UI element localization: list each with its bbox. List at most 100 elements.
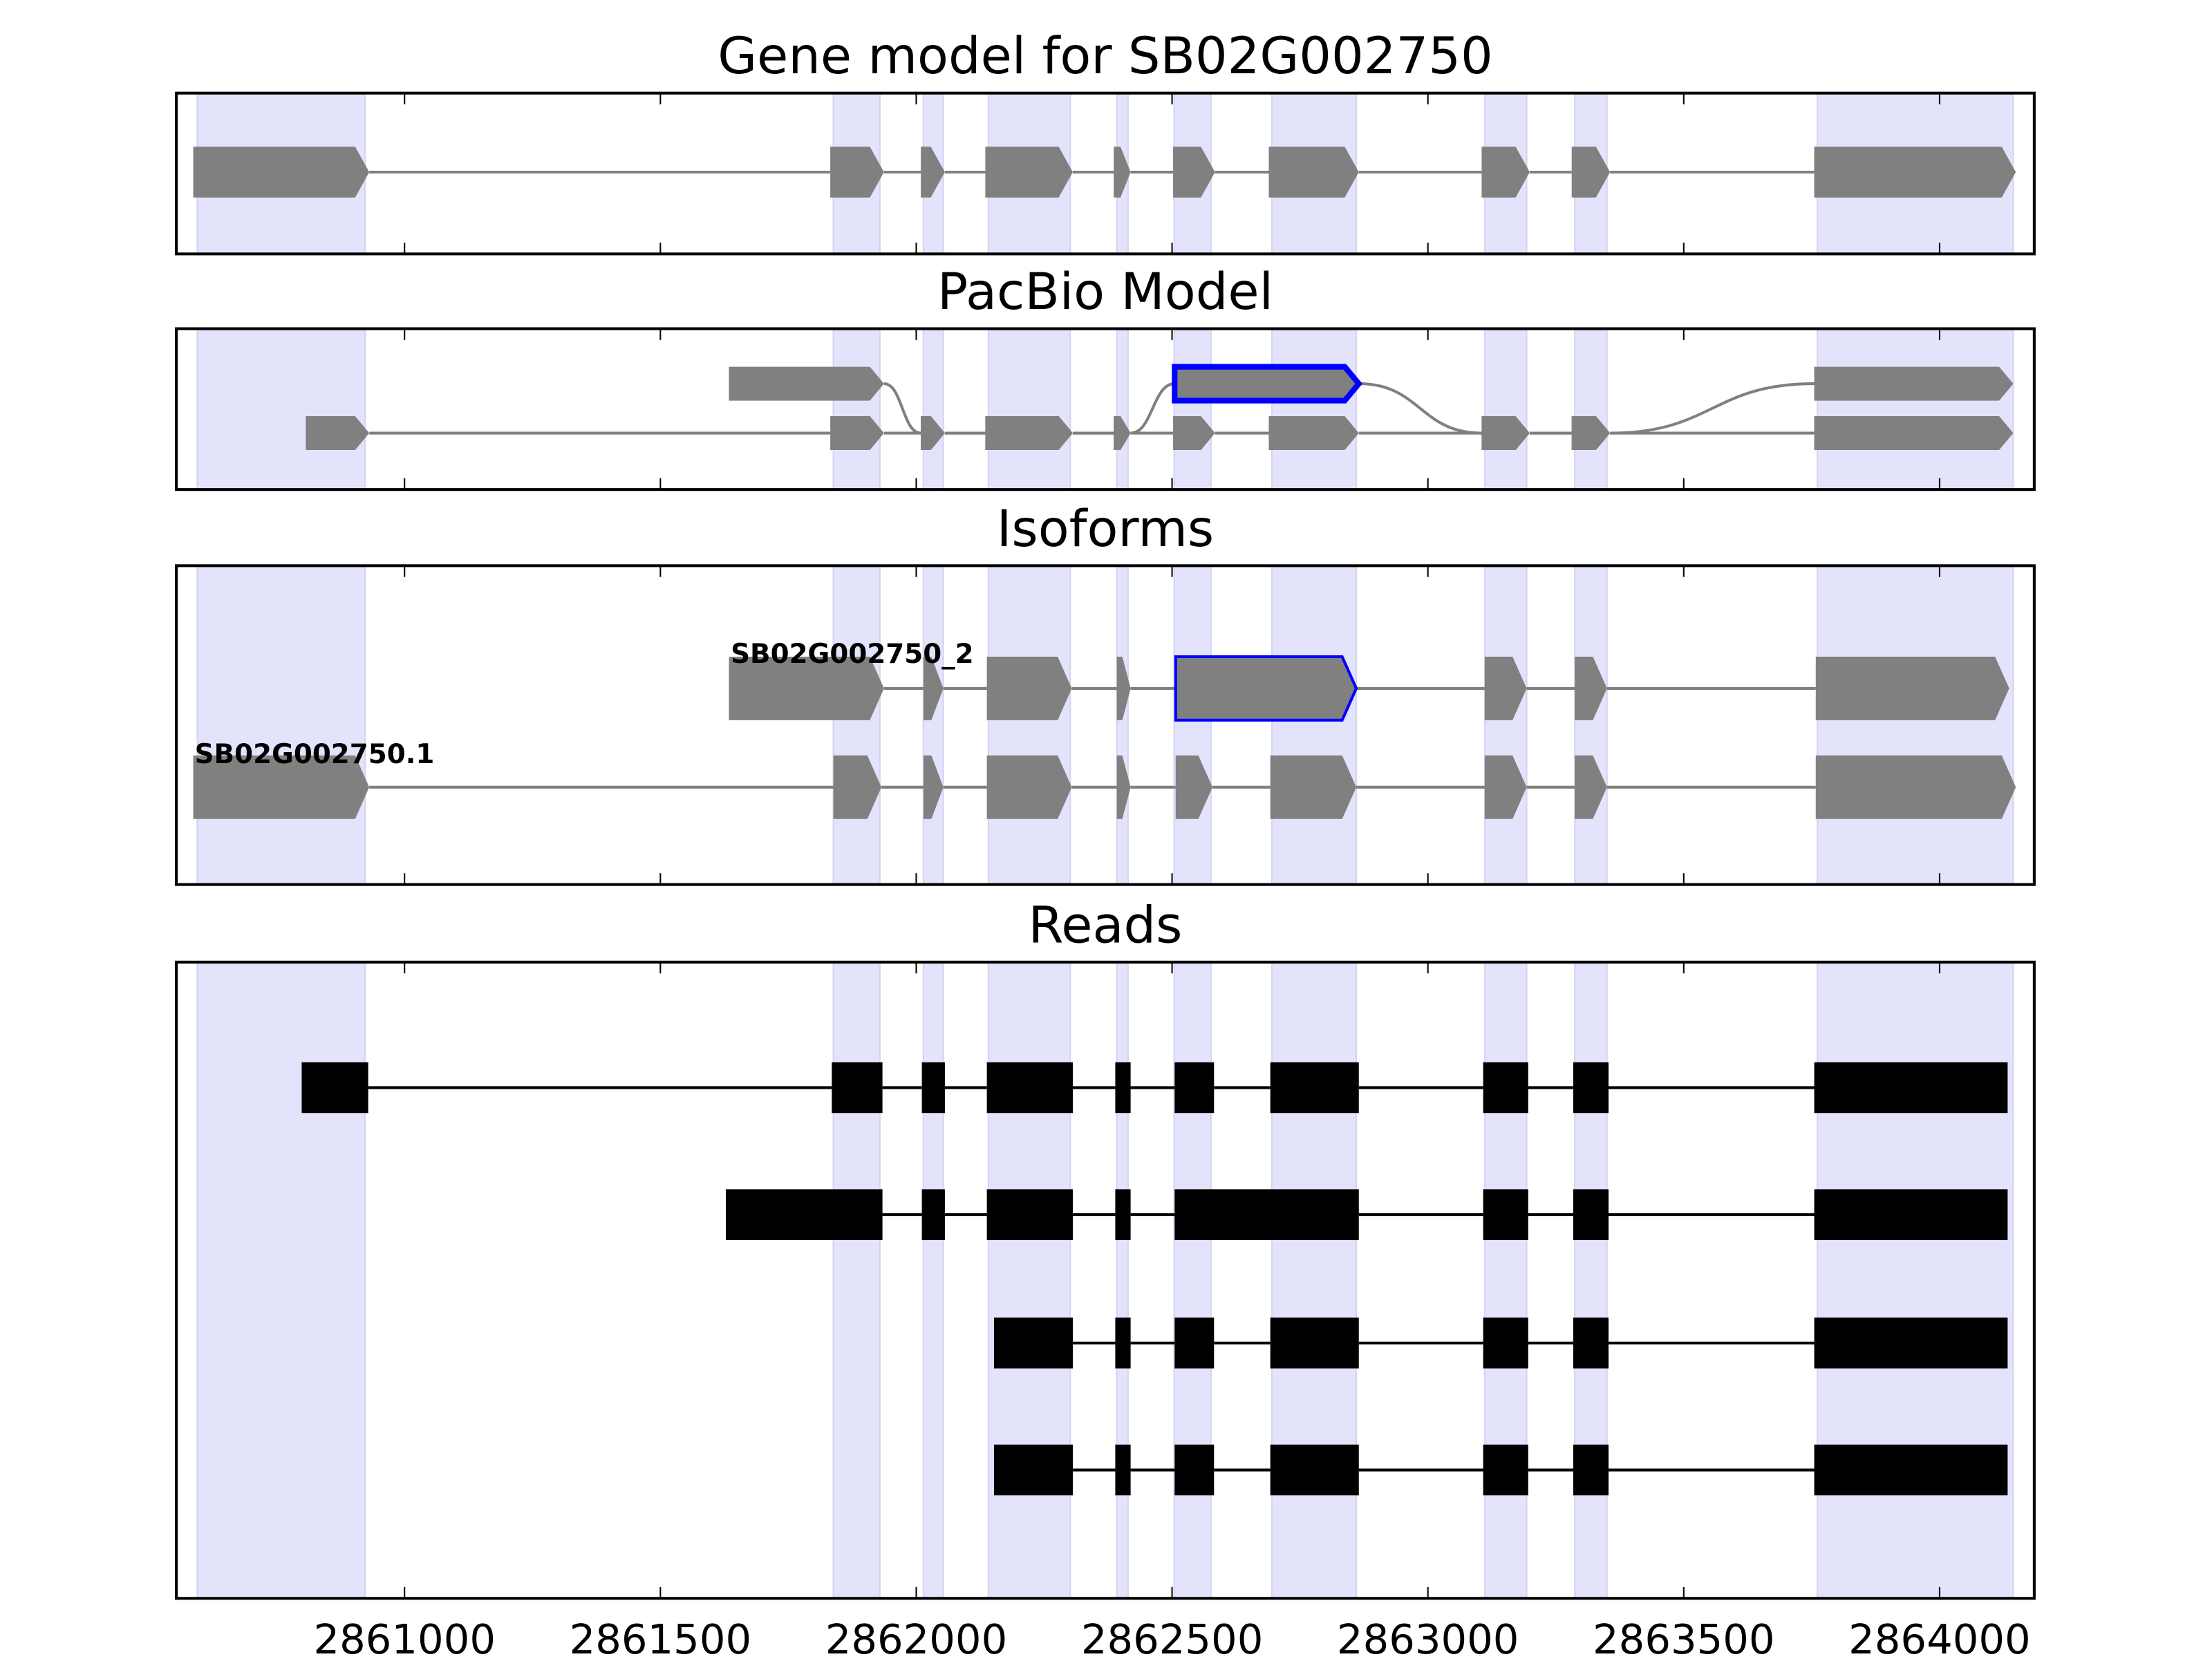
exon [986, 657, 1072, 720]
exon-shade-region [1173, 565, 1212, 885]
exon [985, 147, 1073, 198]
panel-pacbio-model: PacBio Model [175, 263, 2036, 491]
read-block [1573, 1444, 1609, 1496]
exon [830, 416, 884, 451]
exon-shade-region [922, 961, 944, 1600]
exon [1484, 657, 1527, 720]
exon [1814, 147, 2016, 198]
x-tick-label: 2861000 [313, 1615, 496, 1659]
exon-shade-region [987, 961, 1071, 1600]
read-block [1270, 1444, 1359, 1496]
transcript [193, 147, 2016, 198]
read-block [1483, 1062, 1528, 1114]
exon [1815, 755, 2016, 819]
intron-line [883, 382, 921, 435]
exon [1175, 755, 1213, 819]
read-block [986, 1062, 1073, 1114]
x-tick-label: 2862000 [825, 1615, 1008, 1659]
x-tick-label: 2863500 [1593, 1615, 1775, 1659]
exon [986, 755, 1072, 819]
read [726, 1189, 2008, 1240]
exon-shade-region [1574, 328, 1608, 491]
exon [729, 366, 884, 401]
exon [923, 755, 944, 819]
exon-shade-region [196, 565, 366, 885]
read-block [1115, 1189, 1131, 1240]
isoform-label: SB02G002750.1 [195, 739, 435, 770]
exon [1815, 657, 2009, 720]
exon-shade-region [922, 328, 944, 491]
transcript: SB02G002750_2 [729, 639, 2009, 722]
exon [921, 416, 945, 451]
isoform-label: SB02G002750_2 [731, 639, 973, 670]
exon [1114, 147, 1131, 198]
exon [1814, 366, 2014, 401]
exon [193, 147, 370, 198]
exon-shade-region [1816, 565, 2014, 885]
exon [1481, 416, 1530, 451]
axes-frame [175, 327, 2036, 491]
exon [1571, 147, 1611, 198]
panel-gene-model-for-sb02g002750: Gene model for SB02G002750 [175, 27, 2036, 256]
exon-shade-region [832, 565, 881, 885]
read-block [993, 1444, 1073, 1496]
read-block [1573, 1318, 1609, 1369]
exon [1484, 755, 1527, 819]
x-tick-label: 2862500 [1081, 1615, 1264, 1659]
exon-shade-region [832, 328, 881, 491]
read-block [1573, 1062, 1609, 1114]
exon-shade-region [1483, 565, 1528, 885]
read-block [832, 1062, 883, 1114]
read [993, 1318, 2008, 1369]
read-block [1174, 1444, 1215, 1496]
read-block [301, 1062, 368, 1114]
exon-shade-region [1483, 328, 1528, 491]
exon-shade-region [1816, 328, 2014, 491]
intron-line [1130, 382, 1175, 435]
exon [833, 755, 882, 819]
axes-frame [175, 960, 2036, 1600]
exon [1814, 416, 2014, 451]
read-block [986, 1189, 1073, 1240]
exon-shade-region [1271, 961, 1358, 1600]
exon-shade-region [987, 328, 1071, 491]
exon-shade-region [1116, 961, 1129, 1600]
highlighted-exon [1174, 655, 1358, 722]
exon-shade-region [196, 328, 366, 491]
exon-shade-region [1816, 961, 2014, 1600]
exon [1268, 147, 1359, 198]
read-block [1270, 1062, 1359, 1114]
axes-frame [175, 564, 2036, 886]
read-block [1483, 1444, 1528, 1496]
exon [1116, 755, 1131, 819]
exon-shade-region [987, 565, 1071, 885]
exon [921, 147, 945, 198]
exon [1481, 147, 1530, 198]
read-block [1814, 1318, 2008, 1369]
exon [1571, 416, 1611, 451]
highlighted-exon [1172, 364, 1363, 404]
read-block [1483, 1189, 1528, 1240]
read-block [1483, 1318, 1528, 1369]
exon-shade-region [1271, 565, 1358, 885]
exon [830, 147, 884, 198]
exon-shade-region [1483, 961, 1528, 1600]
x-tick-label: 2863000 [1337, 1615, 1519, 1659]
read-block [1115, 1318, 1131, 1369]
exon-shade-region [1271, 328, 1358, 491]
exon [193, 755, 370, 819]
exon-shade-region [1173, 328, 1212, 491]
read-block [1174, 1189, 1359, 1240]
read-block [993, 1318, 1073, 1369]
read-block [1814, 1062, 2008, 1114]
exon [1116, 657, 1131, 720]
read-block [1814, 1189, 2008, 1240]
x-tick-label: 2861500 [570, 1615, 752, 1659]
read-block [1115, 1062, 1131, 1114]
exon [1173, 416, 1215, 451]
read-block [726, 1189, 883, 1240]
intron-line [1610, 382, 1815, 435]
panel-title: PacBio Model [937, 263, 1273, 321]
